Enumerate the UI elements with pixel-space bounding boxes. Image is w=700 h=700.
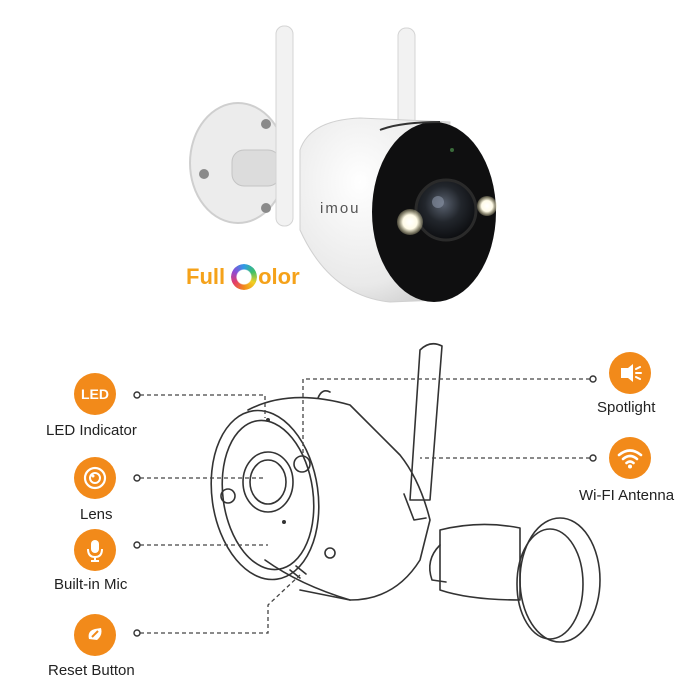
brand-logo: imou (320, 200, 361, 217)
label-built-in-mic: Built-in Mic (54, 576, 128, 593)
led-badge: LED (74, 373, 116, 415)
reset-icon (88, 628, 102, 640)
wifi-badge (609, 437, 651, 479)
lens-icon (83, 466, 107, 490)
led-icon: LED (81, 386, 109, 402)
wifi-icon (617, 449, 643, 469)
microphone-icon (87, 540, 103, 562)
label-lens: Lens (80, 506, 113, 523)
camera-photo (189, 25, 497, 303)
full-color-badge: Full olor (186, 264, 300, 290)
label-spotlight: Spotlight (597, 399, 656, 416)
reset-badge (74, 614, 116, 656)
label-led-indicator: LED Indicator (46, 422, 137, 439)
camera-diagram (133, 342, 601, 643)
label-reset-button: Reset Button (48, 662, 135, 679)
badge-word-olor: olor (258, 264, 300, 289)
spotlight-badge (609, 352, 651, 394)
color-ring-icon (231, 264, 258, 290)
label-wifi-antenna: Wi-FI Antenna (579, 487, 675, 504)
lens-badge (74, 457, 116, 499)
spotlight-icon (621, 364, 642, 382)
badge-word-full: Full (186, 264, 226, 289)
mic-badge (74, 529, 116, 571)
